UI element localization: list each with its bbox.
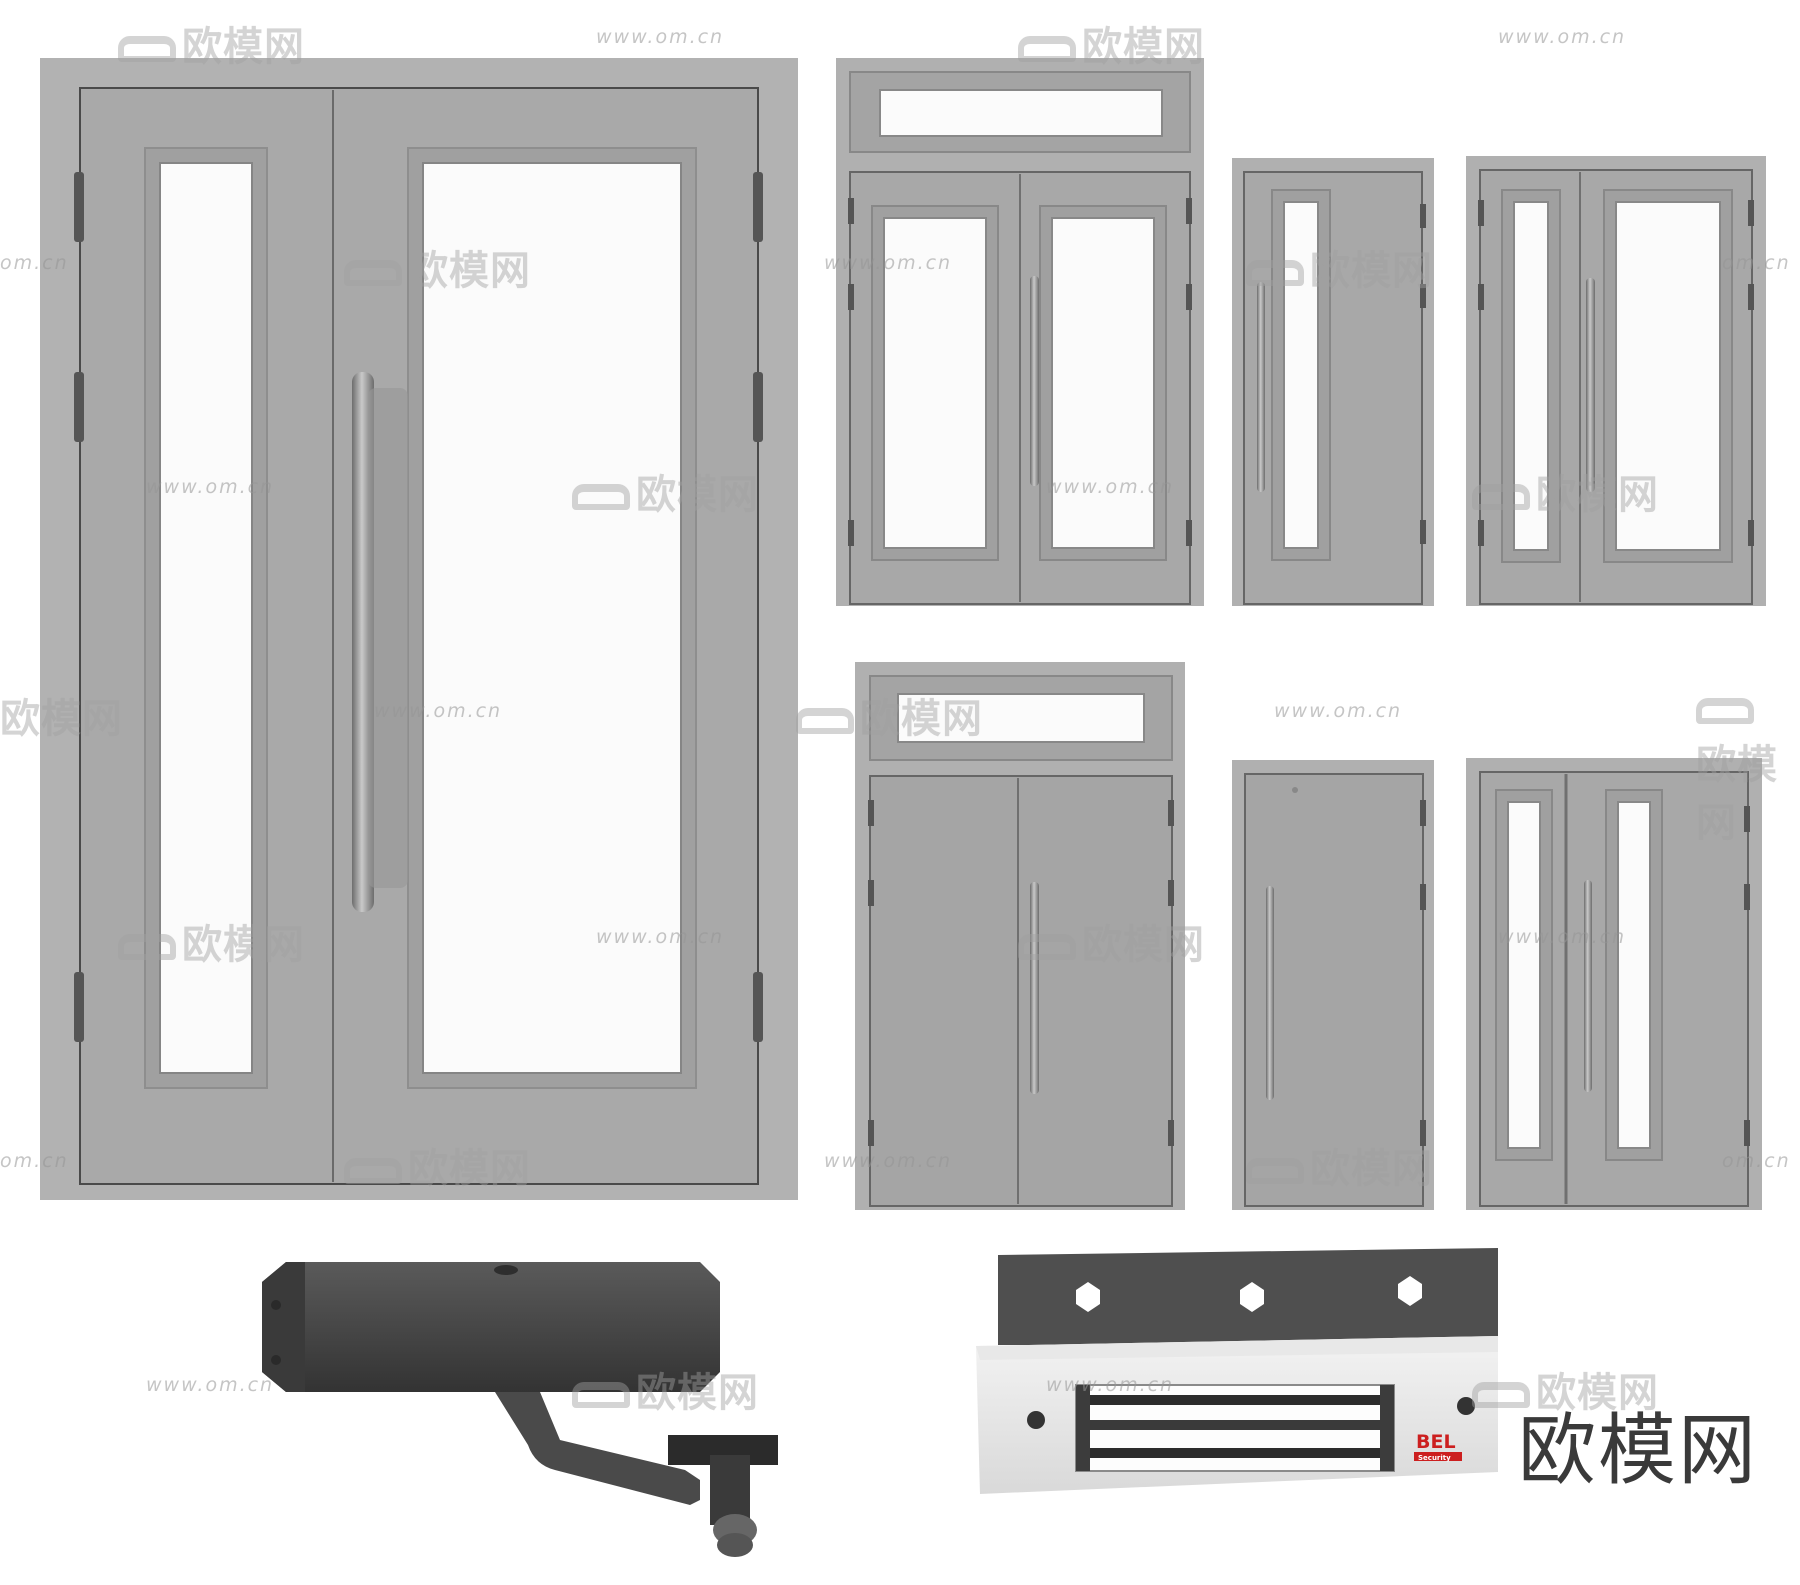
watermark-logo-text: 欧模网: [1310, 1146, 1433, 1192]
single-door-glazed: [1232, 158, 1434, 606]
sofa-logo-icon: [572, 484, 630, 510]
magnetic-lock: BEL Security: [976, 1248, 1498, 1494]
watermark-url: www.om.cn: [596, 926, 725, 948]
watermark-logo-text: 欧模网: [182, 24, 305, 70]
sofa-logo-icon: [1018, 36, 1076, 62]
watermark-logo-text: 欧模网: [1536, 1370, 1659, 1416]
sofa-logo-icon: [1246, 1158, 1304, 1184]
watermark-url: www.om.cn: [596, 26, 725, 48]
watermark-url-edge: om.cn: [0, 252, 69, 274]
sofa-logo-icon: [1472, 1382, 1530, 1408]
brand-mark: 欧模网: [1518, 1406, 1759, 1496]
watermark-logo: 欧模网: [1696, 686, 1800, 848]
watermark-logo-text: 欧模网: [1536, 472, 1659, 518]
sofa-logo-icon: [1472, 484, 1530, 510]
watermark-url: www.om.cn: [824, 1150, 953, 1172]
sofa-logo-icon: [1246, 260, 1304, 286]
watermark-logo: 欧模网: [796, 686, 983, 744]
watermark-logo: 欧模网: [1018, 912, 1205, 970]
watermark-logo: 欧模网: [1472, 1360, 1659, 1418]
sofa-logo-icon: [572, 1382, 630, 1408]
watermark-logo: 欧模网: [572, 462, 759, 520]
sofa-logo-icon: [796, 708, 854, 734]
watermark-url: www.om.cn: [146, 1374, 275, 1396]
sofa-logo-icon: [118, 36, 176, 62]
watermark-url: www.om.cn: [146, 476, 275, 498]
sofa-logo-icon: [344, 1158, 402, 1184]
watermark-url-edge: om.cn: [0, 1150, 69, 1172]
double-door-with-transom-solid: [855, 662, 1185, 1210]
watermark-logo: 欧模网: [118, 14, 305, 72]
lock-brand-sublabel: Security: [1418, 1454, 1451, 1462]
unequal-double-door-glazed: [1466, 156, 1766, 606]
watermark-url: www.om.cn: [1274, 700, 1403, 722]
watermark-logo: 欧模网: [1246, 238, 1433, 296]
watermark-logo-text: 欧模网: [1696, 742, 1778, 846]
watermark-url-edge: om.cn: [1722, 252, 1791, 274]
watermark-url: www.om.cn: [824, 252, 953, 274]
door-closer: [262, 1262, 778, 1557]
watermark-logo-text: 欧模网: [1082, 24, 1205, 70]
watermark-logo: 欧模网: [344, 1136, 531, 1194]
watermark-url: www.om.cn: [1498, 926, 1627, 948]
large-double-door: [40, 58, 798, 1200]
watermark-url-edge: om.cn: [1722, 1150, 1791, 1172]
watermark-logo-text: 欧模网: [636, 1370, 759, 1416]
watermark-logo: 欧模网: [1018, 14, 1205, 72]
lock-brand-label: BEL: [1416, 1431, 1456, 1453]
watermark-url: www.om.cn: [1498, 26, 1627, 48]
watermark-logo-text: 欧模网: [408, 1146, 531, 1192]
watermark-logo-edge: 欧模网: [0, 686, 123, 744]
watermark-url: www.om.cn: [1046, 1374, 1175, 1396]
sofa-logo-icon: [344, 260, 402, 286]
single-door-solid: [1232, 760, 1434, 1210]
watermark-logo: 欧模网: [118, 912, 305, 970]
watermark-url: www.om.cn: [1046, 476, 1175, 498]
watermark-logo-text: 欧模网: [1082, 922, 1205, 968]
watermark-logo: 欧模网: [1472, 462, 1659, 520]
watermark-logo-text: 欧模网: [408, 248, 531, 294]
watermark-logo-text: 欧模网: [182, 922, 305, 968]
watermark-url: www.om.cn: [374, 700, 503, 722]
double-door-with-transom-glazed: [836, 58, 1204, 606]
watermark-logo: 欧模网: [344, 238, 531, 296]
watermark-logo-text: 欧模网: [860, 696, 983, 742]
sofa-logo-icon: [1018, 934, 1076, 960]
unequal-double-door-narrow-glazed: [1466, 758, 1762, 1210]
watermark-logo-text: 欧模网: [636, 472, 759, 518]
watermark-logo: 欧模网: [572, 1360, 759, 1418]
sofa-logo-icon: [118, 934, 176, 960]
watermark-logo: 欧模网: [1246, 1136, 1433, 1194]
watermark-logo-text: 欧模网: [1310, 248, 1433, 294]
watermark-logo-text: 欧模网: [0, 696, 123, 742]
sofa-logo-icon: [1696, 698, 1754, 724]
